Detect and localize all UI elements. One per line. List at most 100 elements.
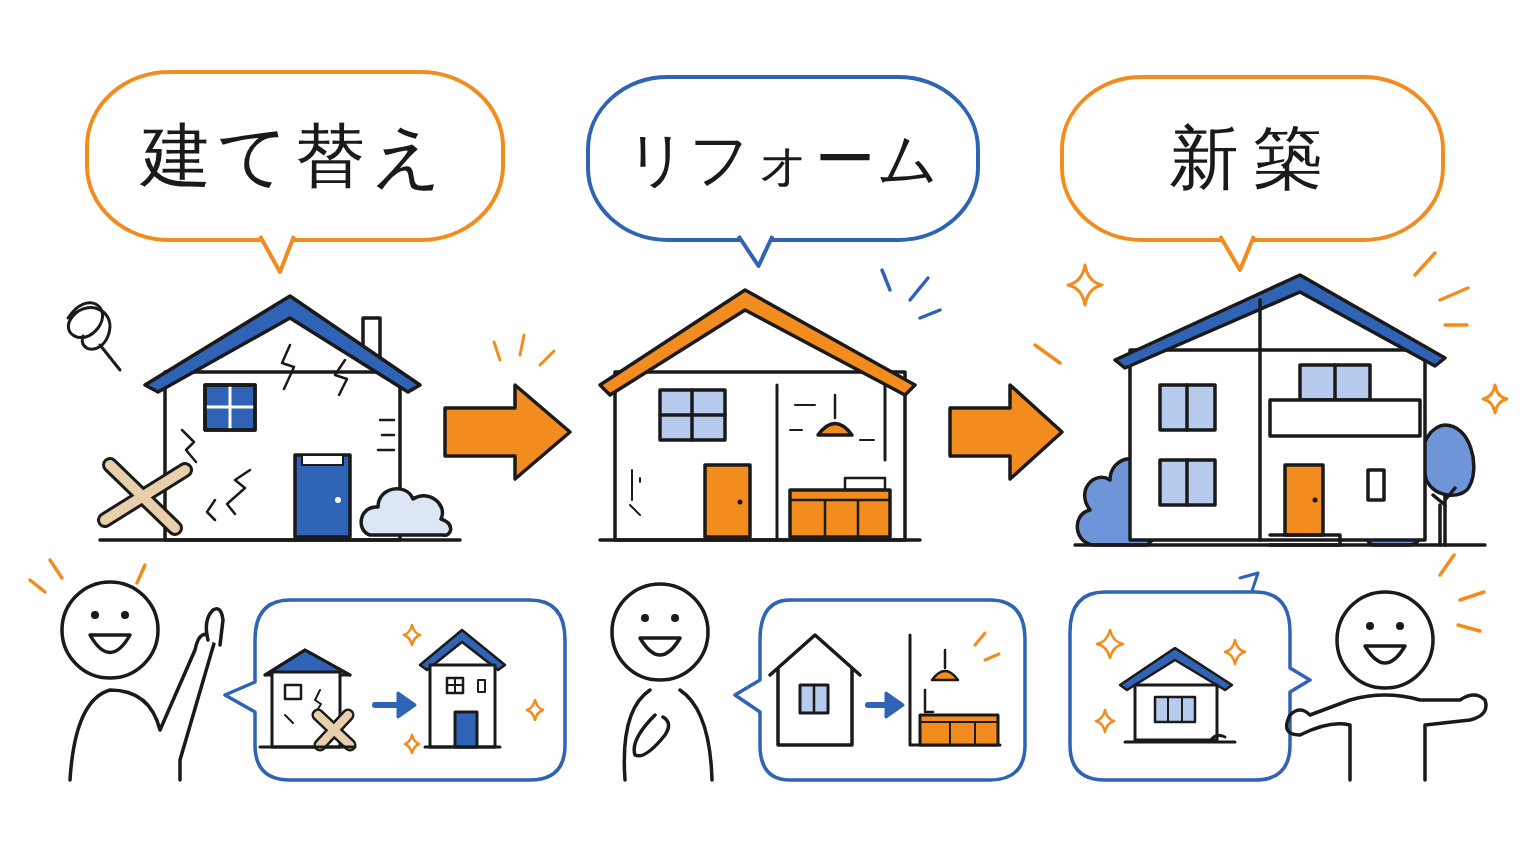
reform-house [600, 270, 940, 540]
new-house-part [1368, 470, 1384, 500]
new-house-part [1270, 400, 1420, 436]
new-house-part [1115, 275, 1445, 368]
thought-bubble-part [375, 702, 400, 708]
new-house-part [1185, 385, 1189, 430]
speech-bubble: 建て替え [85, 70, 505, 242]
person-figure-part [1337, 592, 1433, 688]
reform-house-part [790, 500, 890, 537]
bubble-body [588, 77, 978, 240]
new-house-part [1160, 385, 1215, 430]
thought-bubble-part [1240, 573, 1258, 591]
person-figure-part [671, 614, 679, 622]
thought-bubble-part [398, 693, 415, 717]
flow-arrow-part [494, 335, 554, 365]
reform-house-part [790, 490, 890, 537]
bubble-text-holder: リフォーム [586, 75, 980, 242]
old-house-part [205, 385, 255, 430]
thought-bubble-part [425, 746, 500, 749]
speech-bubble: 新築 [1060, 75, 1445, 242]
person-figure-part [641, 614, 649, 622]
person-figure-part [1287, 695, 1486, 780]
person-figure-part [612, 584, 708, 680]
thought-bubble-part [975, 633, 999, 660]
new-house-part [1075, 543, 1485, 547]
thought-bubble-part [800, 685, 828, 713]
thought-bubble [1070, 573, 1310, 780]
new-house-part [1300, 365, 1370, 400]
thought-bubble-part [925, 690, 933, 712]
thought-bubble-part [920, 722, 998, 745]
old-house-part [335, 497, 341, 503]
flow-arrow-part [445, 385, 570, 479]
old-house-part [145, 296, 420, 392]
old-house-part [361, 489, 451, 536]
reform-house-part [882, 270, 940, 318]
person-figure-part [91, 611, 99, 619]
new-house-part [1285, 465, 1323, 535]
thought-bubble-part [318, 715, 350, 745]
bubble-tail [260, 236, 294, 272]
new-house-part [1068, 265, 1507, 413]
new-house [1035, 253, 1507, 545]
new-house-part [1035, 253, 1468, 363]
thought-bubble-part [813, 685, 816, 713]
thought-bubble-part [1125, 735, 1235, 742]
thought-bubble-part [1096, 630, 1245, 732]
bubble-text-holder: 建て替え [85, 70, 505, 242]
thought-bubble-part [318, 715, 350, 745]
person-figure-part [62, 582, 158, 678]
reform-house-part [845, 478, 885, 490]
person-figure-part [1365, 646, 1405, 663]
new-house-part [1160, 460, 1215, 505]
person-figure-part [206, 609, 223, 645]
thought-bubble-part [1155, 697, 1195, 722]
old-house [68, 296, 460, 540]
thought-bubble-part [478, 680, 485, 692]
old-house-part [295, 455, 350, 537]
person-figure-part [1440, 555, 1484, 631]
old-house-part [105, 465, 185, 528]
thought-bubble-part [1070, 592, 1310, 780]
speech-bubble: リフォーム [586, 75, 980, 242]
person-figure-part [1366, 622, 1374, 630]
person-figure-part [70, 634, 215, 780]
bubble-text-holder: 新築 [1060, 75, 1445, 242]
thought-bubble-part [1135, 685, 1217, 740]
new-house-part [1258, 300, 1262, 540]
thought-bubble-part [265, 650, 350, 675]
bubble-label: 建て替え [141, 118, 449, 195]
thought-bubble-part [1168, 697, 1182, 722]
reform-house-part [818, 424, 852, 436]
new-house-part [1313, 498, 1318, 503]
new-house-part [1130, 350, 1425, 540]
thought-bubble-part [910, 635, 1000, 745]
flow-arrow-part [950, 385, 1062, 479]
old-house-part [100, 538, 460, 542]
new-house-part [1185, 460, 1189, 505]
person-figure-part [640, 638, 680, 655]
reform-house-part [615, 372, 905, 540]
old-house-part [205, 385, 255, 430]
person-figure [30, 560, 223, 780]
thought-bubble-part [886, 693, 903, 717]
thought-bubble-part [404, 625, 543, 753]
thought-bubble-part [260, 746, 355, 749]
thought-bubble-part [430, 665, 495, 747]
bubble-label: リフォーム [626, 126, 940, 192]
thought-bubble-part [944, 650, 947, 668]
bubble-body [87, 72, 503, 240]
old-house-part [105, 465, 185, 528]
thought-bubble-part [932, 671, 958, 680]
reform-house-part [705, 465, 750, 537]
reform-house-part [738, 500, 743, 505]
old-house-part [302, 455, 343, 465]
person-figure-part [121, 611, 129, 619]
person-figure-part [90, 635, 130, 653]
reform-house-part [660, 390, 725, 440]
old-house-part [205, 385, 255, 430]
person-figure-part [30, 560, 145, 592]
person-figure [612, 584, 712, 780]
old-house-part [182, 345, 394, 520]
